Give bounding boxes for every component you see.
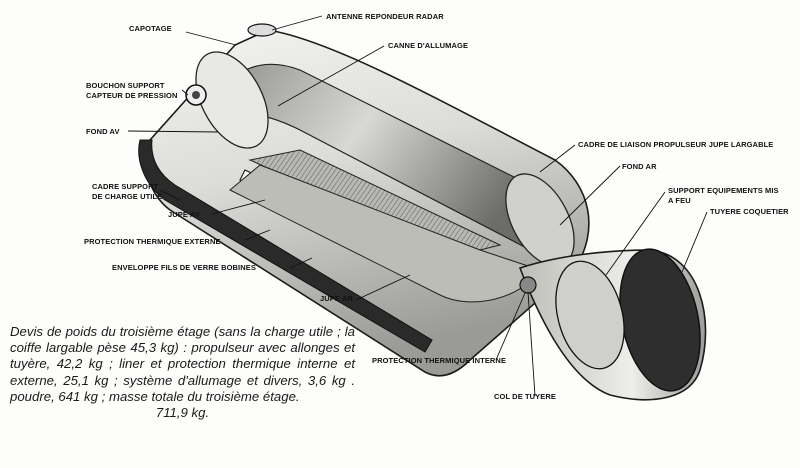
label-enveloppe: ENVELOPPE FILS DE VERRE BOBINES [112, 263, 256, 272]
radar-antenna [247, 23, 277, 37]
fond-av-dome [195, 51, 269, 149]
caption-total: 711,9 kg. [155, 405, 210, 421]
label-cadre-support-2: DE CHARGE UTILE [92, 192, 162, 201]
label-fond-av: FOND AV [86, 127, 120, 136]
label-jupe-ar: JUPE AR [320, 294, 353, 303]
label-capotage: CAPOTAGE [129, 24, 172, 33]
label-bouchon-2: CAPTEUR DE PRESSION [86, 91, 178, 100]
weight-caption: Devis de poids du troisième étage (sans … [10, 324, 355, 421]
label-canne-allumage: CANNE D'ALLUMAGE [388, 41, 468, 50]
label-fond-ar: FOND AR [622, 162, 657, 171]
label-support-equipements-1: SUPPORT EQUIPEMENTS MIS [668, 186, 779, 195]
label-cadre-liaison: CADRE DE LIAISON PROPULSEUR JUPE LARGABL… [578, 140, 773, 149]
leader-lines [127, 15, 708, 397]
label-cadre-support-1: CADRE SUPPORT [92, 182, 159, 191]
caption-text: Devis de poids du troisième étage (sans … [10, 324, 355, 404]
label-col-tuyere: COL DE TUYERE [494, 392, 556, 401]
label-tuyere-coquetier: TUYERE COQUETIER [710, 207, 789, 216]
label-jupe-av: JUPE AV [168, 210, 200, 219]
label-antenne: ANTENNE REPONDEUR RADAR [326, 12, 444, 21]
nozzle-throat [519, 276, 537, 294]
label-protection-externe: PROTECTION THERMIQUE EXTERNE [84, 237, 221, 246]
label-support-equipements-2: A FEU [668, 196, 691, 205]
pressure-sensor-plug-core [192, 91, 200, 99]
label-protection-interne: PROTECTION THERMIQUE INTERNE [372, 356, 506, 365]
label-bouchon-1: BOUCHON SUPPORT [86, 81, 165, 90]
equipment-support-ring [555, 260, 625, 370]
